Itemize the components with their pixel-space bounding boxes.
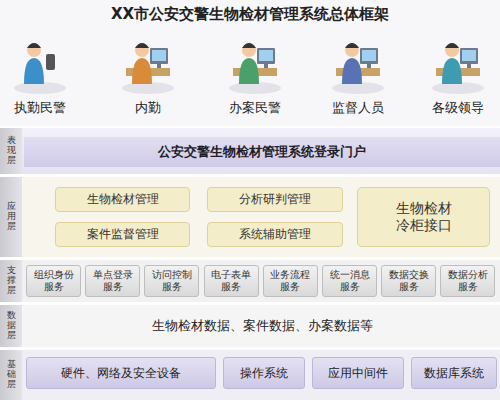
screen [259,50,273,61]
head [242,43,256,57]
data-band: 生物检材数据、案件数据、办案数据等 [24,311,500,341]
screen [462,50,476,61]
hair [27,43,41,48]
layer-label: 数据层 [7,311,16,341]
node-text: 硬件、网络及安全设备 [61,366,181,380]
user-icon [14,43,66,94]
node-text: 电子表单服务 [210,269,252,293]
user-icon [122,43,174,94]
monitor [360,48,378,64]
user-icon [332,43,384,94]
module-box: 案件监督管理 [55,222,190,247]
service-box: 访问控制服务 [144,265,199,297]
layer-label: 应用层 [7,202,16,232]
role-label: 内勤 [135,99,161,117]
body [342,58,362,84]
user-icon [432,43,484,94]
module-box: 系统辅助管理 [207,222,343,247]
service-box: 统一消息服务 [322,265,377,297]
monitor-stand [367,64,371,68]
body [442,58,462,84]
node-text: 生物检材冷柜接口 [393,200,453,234]
interface-box: 生物检材冷柜接口 [357,187,490,247]
node-text: 操作系统 [240,366,288,380]
node-text: 生物检材管理 [87,192,159,206]
module-box: 生物检材管理 [55,187,190,212]
node-text: 分析研判管理 [239,192,311,206]
node-text: 生物检材数据、案件数据、办案数据等 [152,318,373,334]
role-label: 执勤民警 [14,99,66,117]
node-text: 应用中间件 [328,366,388,380]
hair [345,43,359,48]
head [27,43,41,57]
service-box: 电子表单服务 [204,265,259,297]
node-text: 单点登录服务 [92,269,134,293]
node-text: 案件监督管理 [87,227,159,241]
monitor-stand [467,64,471,68]
body [24,58,44,84]
role-label: 办案民警 [229,99,281,117]
body [239,58,259,84]
head [445,43,459,57]
monitor [257,48,275,64]
node-text: 公安交警生物检材管理系统登录门户 [158,144,366,160]
hair [135,43,149,48]
role-label: 各级领导 [432,99,484,117]
node-text: 访问控制服务 [151,269,193,293]
screen [152,50,166,61]
portal-band: 公安交警生物检材管理系统登录门户 [24,137,500,167]
hair [445,43,459,48]
monitor-stand [264,64,268,68]
service-box: 业务流程服务 [263,265,318,297]
monitor [150,48,168,64]
node-text: 组织身份服务 [33,269,75,293]
service-box: 组织身份服务 [26,265,81,297]
head [345,43,359,57]
infra-box: 数据库系统 [411,357,497,389]
head [135,43,149,57]
infra-box: 操作系统 [223,357,305,389]
layer-label: 支撑层 [7,266,16,296]
infra-box: 硬件、网络及安全设备 [26,357,216,389]
node-text: 数据库系统 [424,366,484,380]
role-label: 监督人员 [332,99,384,117]
node-text: 统一消息服务 [329,269,371,293]
layer-label: 表现层 [7,136,16,166]
monitor-stand [157,64,161,68]
node-text: 业务流程服务 [269,269,311,293]
node-text: 数据分析服务 [447,269,489,293]
hair [242,43,256,48]
service-box: 数据分析服务 [440,265,495,297]
node-text: 数据交换服务 [388,269,430,293]
handset [46,54,55,70]
service-box: 数据交换服务 [381,265,436,297]
infra-box: 应用中间件 [312,357,404,389]
screen [362,50,376,61]
service-box: 单点登录服务 [85,265,140,297]
module-box: 分析研判管理 [207,187,343,212]
monitor [460,48,478,64]
body [132,58,152,84]
node-text: 系统辅助管理 [239,227,311,241]
layer-label: 基础层 [7,360,16,390]
user-icon [229,43,281,94]
diagram-title: XX市公安交警生物检材管理系统总体框架 [0,5,500,24]
